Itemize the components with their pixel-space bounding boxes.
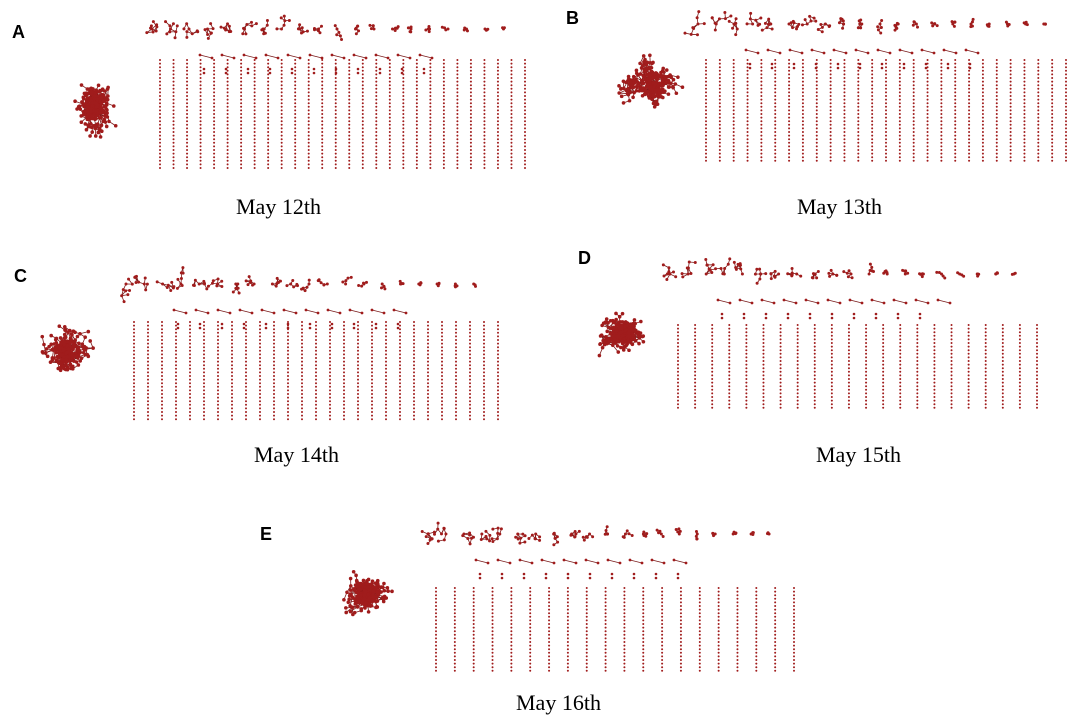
panel-label: B [566, 8, 579, 28]
panel-caption: May 15th [816, 442, 901, 467]
panel-label: C [14, 266, 27, 286]
panel-caption: May 14th [254, 442, 339, 467]
panel-label: A [12, 22, 25, 42]
panel-caption: May 16th [516, 690, 601, 715]
panel-caption: May 12th [236, 194, 321, 219]
panel-caption: May 13th [797, 194, 882, 219]
panel-label: D [578, 248, 591, 268]
panel-label: E [260, 524, 273, 544]
